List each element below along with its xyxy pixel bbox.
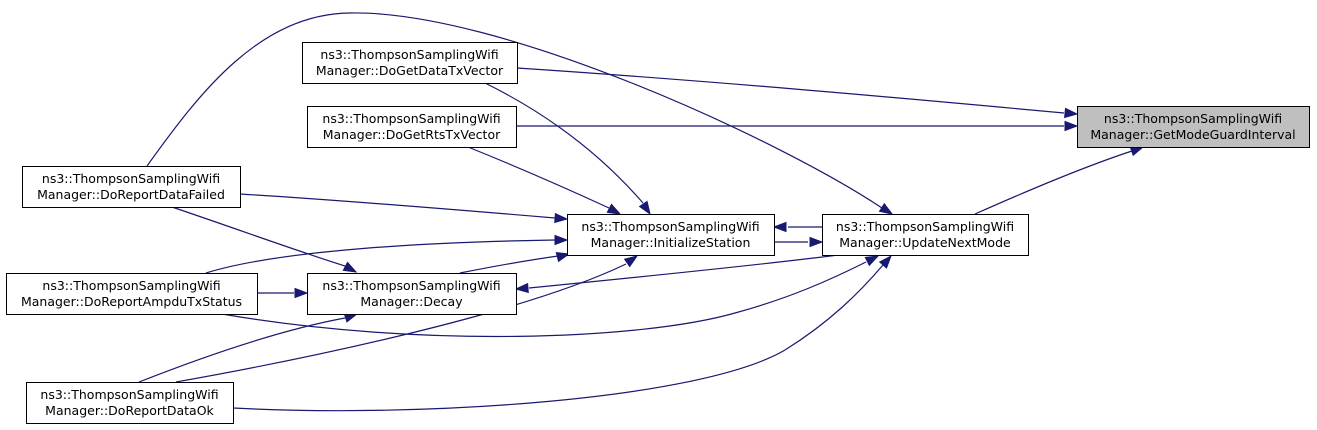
arrowhead bbox=[555, 252, 571, 263]
edge-line bbox=[239, 193, 556, 219]
arrowhead bbox=[1129, 146, 1145, 157]
edge-doreportdatafailed-to-initializestation bbox=[239, 193, 569, 224]
edge-initializestation-to-updatenextmode bbox=[774, 236, 824, 248]
edge-line bbox=[205, 239, 556, 274]
edge-doreportampdutxstatus-to-decay bbox=[257, 287, 309, 299]
edge-line bbox=[138, 317, 346, 383]
node-updatenextmode[interactable]: ns3::ThompsonSamplingWifiManager::Update… bbox=[822, 214, 1029, 256]
node-dogetrtstxvector[interactable]: ns3::ThompsonSamplingWifiManager::DoGetR… bbox=[307, 106, 517, 148]
edge-dogetrtstxvector-to-getmodeguardinterval bbox=[516, 120, 1079, 132]
node-initializestation[interactable]: ns3::ThompsonSamplingWifiManager::Initia… bbox=[567, 214, 775, 256]
node-doreportdataok[interactable]: ns3::ThompsonSamplingWifiManager::DoRepo… bbox=[26, 382, 234, 424]
node-label-line1: ns3::ThompsonSamplingWifi bbox=[1104, 111, 1282, 126]
node-box[interactable] bbox=[307, 273, 517, 315]
edge-line bbox=[467, 146, 610, 209]
node-label-line2: Manager::DoReportDataFailed bbox=[37, 187, 225, 202]
node-label-line1: ns3::ThompsonSamplingWifi bbox=[320, 47, 498, 62]
edge-line bbox=[974, 150, 1133, 215]
node-box[interactable] bbox=[6, 273, 258, 315]
edge-line bbox=[221, 261, 867, 338]
node-doreportdatafailed[interactable]: ns3::ThompsonSamplingWifiManager::DoRepo… bbox=[22, 166, 241, 208]
arrowhead bbox=[342, 261, 358, 273]
arrowhead bbox=[772, 221, 787, 233]
edge-doreportdataok-to-decay bbox=[138, 312, 359, 383]
edge-doreportampdutxstatus-to-updatenextmode bbox=[221, 255, 880, 338]
node-box[interactable] bbox=[302, 42, 518, 84]
edge-doreportdatafailed-to-decay bbox=[171, 206, 358, 273]
edge-updatenextmode-to-initializestation bbox=[772, 221, 822, 233]
node-label-line2: Manager::DoGetRtsTxVector bbox=[323, 127, 501, 142]
node-box[interactable] bbox=[1077, 106, 1310, 148]
nodes-layer: ns3::ThompsonSamplingWifiManager::GetMod… bbox=[6, 42, 1310, 424]
edges-layer bbox=[138, 12, 1145, 412]
node-box[interactable] bbox=[822, 214, 1029, 256]
arrowhead bbox=[1064, 120, 1079, 132]
arrowhead bbox=[554, 234, 569, 246]
edge-dogetdatatxvector-to-initializestation bbox=[484, 82, 651, 216]
edge-updatenextmode-to-decay bbox=[514, 254, 839, 294]
node-box[interactable] bbox=[26, 382, 234, 424]
node-getmodeguardinterval[interactable]: ns3::ThompsonSamplingWifiManager::GetMod… bbox=[1077, 106, 1310, 148]
edge-line bbox=[232, 264, 884, 412]
edge-line bbox=[528, 254, 839, 289]
arrowhead bbox=[623, 255, 639, 268]
edge-dogetdatatxvector-to-getmodeguardinterval bbox=[516, 67, 1079, 119]
edge-line bbox=[484, 82, 644, 204]
edge-updatenextmode-to-getmodeguardinterval bbox=[974, 146, 1145, 215]
arrowhead bbox=[864, 255, 880, 267]
arrowhead bbox=[1064, 107, 1079, 119]
arrowhead bbox=[638, 200, 651, 216]
arrowhead bbox=[878, 202, 894, 215]
arrowhead bbox=[514, 282, 529, 294]
node-label-line2: Manager::DoReportAmpduTxStatus bbox=[21, 294, 242, 309]
edge-doreportdataok-to-updatenextmode bbox=[232, 254, 892, 412]
arrowhead bbox=[294, 287, 309, 299]
edge-doreportampdutxstatus-to-initializestation bbox=[205, 234, 569, 274]
node-label-line1: ns3::ThompsonSamplingWifi bbox=[42, 171, 220, 186]
node-label-line2: Manager::DoReportDataOk bbox=[45, 403, 214, 418]
node-label-line1: ns3::ThompsonSamplingWifi bbox=[322, 278, 500, 293]
edge-doreportdatafailed-to-updatenextmode bbox=[146, 12, 894, 215]
edge-decay-to-initializestation bbox=[459, 252, 571, 274]
node-label-line1: ns3::ThompsonSamplingWifi bbox=[836, 219, 1014, 234]
edge-line bbox=[171, 206, 346, 267]
node-label-line2: Manager::Decay bbox=[360, 294, 463, 309]
node-dogetdatatxvector[interactable]: ns3::ThompsonSamplingWifiManager::DoGetD… bbox=[302, 42, 518, 84]
arrowhead bbox=[554, 212, 569, 224]
node-label-line2: Manager::UpdateNextMode bbox=[839, 235, 1011, 250]
edge-line bbox=[516, 67, 1065, 114]
arrowhead bbox=[878, 254, 892, 269]
arrowhead bbox=[606, 203, 622, 215]
node-doreportampdutxstatus[interactable]: ns3::ThompsonSamplingWifiManager::DoRepo… bbox=[6, 273, 258, 315]
node-label-line2: Manager::GetModeGuardInterval bbox=[1090, 127, 1295, 142]
node-label-line1: ns3::ThompsonSamplingWifi bbox=[322, 111, 500, 126]
edge-line bbox=[459, 255, 559, 274]
node-label-line2: Manager::DoGetDataTxVector bbox=[316, 63, 504, 78]
node-label-line1: ns3::ThompsonSamplingWifi bbox=[42, 278, 220, 293]
node-label-line1: ns3::ThompsonSamplingWifi bbox=[581, 219, 759, 234]
node-box[interactable] bbox=[307, 106, 517, 148]
edge-line bbox=[146, 12, 883, 209]
node-label-line2: Manager::InitializeStation bbox=[591, 235, 751, 250]
node-label-line1: ns3::ThompsonSamplingWifi bbox=[40, 387, 218, 402]
node-box[interactable] bbox=[567, 214, 775, 256]
edge-dogetrtstxvector-to-initializestation bbox=[467, 146, 622, 215]
node-box[interactable] bbox=[22, 166, 241, 208]
arrowhead bbox=[809, 236, 824, 248]
